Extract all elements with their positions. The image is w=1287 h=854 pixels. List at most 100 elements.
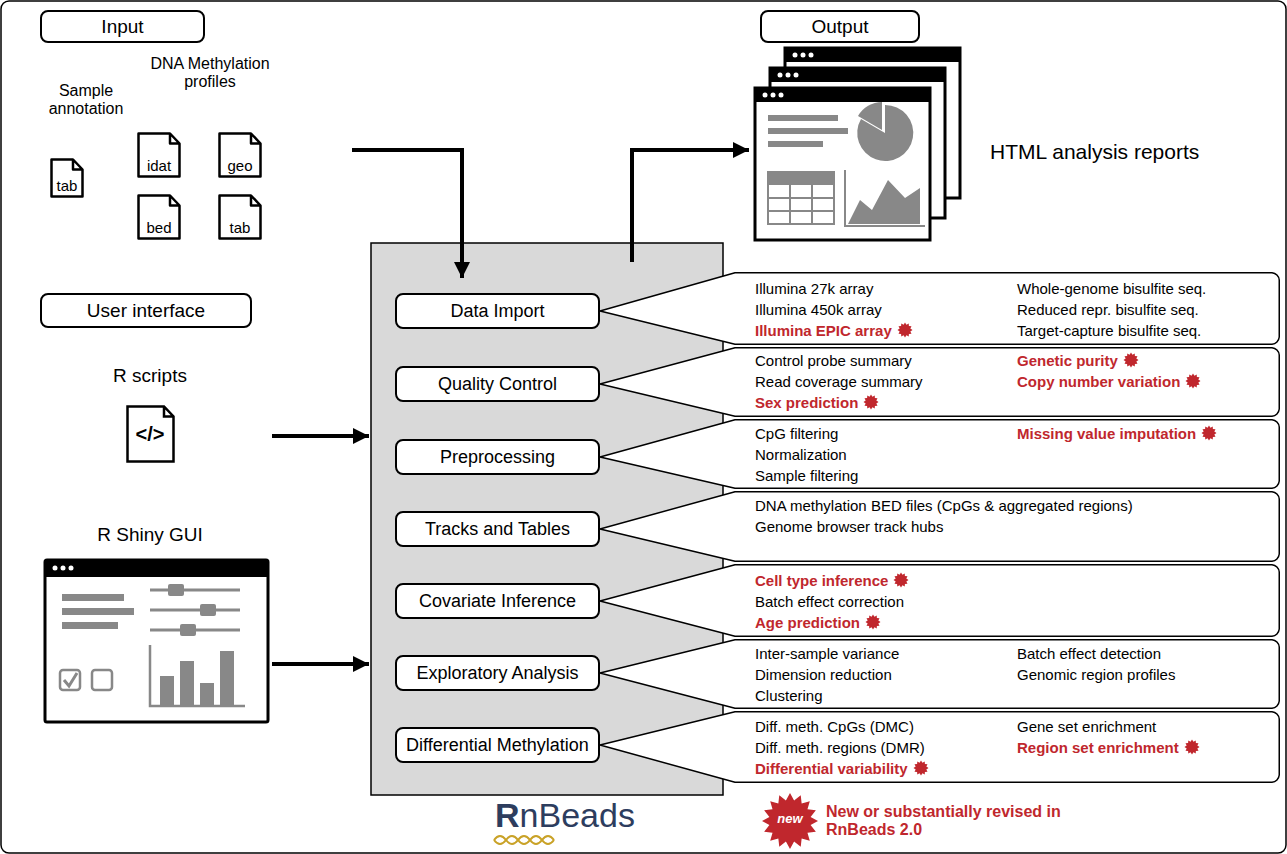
file-shape xyxy=(220,196,261,239)
interface-caption: R Shiny GUI xyxy=(60,524,240,546)
feature-text: Genome browser track hubs xyxy=(755,518,943,535)
file-shape xyxy=(127,407,173,462)
window-dot xyxy=(53,566,58,571)
new-badge xyxy=(1184,739,1200,755)
helix-strand xyxy=(494,836,554,844)
check-mark xyxy=(64,673,77,686)
new-star xyxy=(894,573,909,588)
feature-text: Region set enrichment xyxy=(1017,739,1179,756)
pie-slice xyxy=(858,102,882,130)
feature-item: Differential variability xyxy=(755,760,929,778)
text-line xyxy=(62,608,134,615)
module-box: Exploratory Analysis xyxy=(395,655,600,691)
feature-text: Illumina 27k array xyxy=(755,280,873,297)
new-badge xyxy=(863,394,879,410)
node-label: geo xyxy=(227,157,252,174)
node-label: Covariate Inference xyxy=(419,591,576,612)
bar xyxy=(200,683,214,706)
feature-item: Inter-sample variance xyxy=(755,645,899,663)
window-dot xyxy=(779,93,784,98)
new-star xyxy=(762,793,818,849)
feature-text: Diff. meth. CpGs (DMC) xyxy=(755,718,914,735)
gui-arrow xyxy=(272,662,369,666)
chart-axis xyxy=(150,645,245,706)
feature-text: Age prediction xyxy=(755,614,860,631)
node-label: bed xyxy=(146,219,171,236)
file-icon: tab xyxy=(218,194,262,240)
file-icon: geo xyxy=(218,132,262,178)
feature-item: Sex prediction xyxy=(755,394,879,412)
window-frame xyxy=(755,88,930,240)
text-line xyxy=(768,128,848,134)
node-label: Input xyxy=(101,16,143,38)
detail-callout: Control probe summaryRead coverage summa… xyxy=(600,347,1280,417)
feature-item: Illumina 27k array xyxy=(755,280,873,298)
table-header xyxy=(768,172,834,185)
new-star xyxy=(1123,353,1138,368)
new-badge xyxy=(893,572,909,588)
node-label: Preprocessing xyxy=(440,447,555,468)
callout-outline xyxy=(600,639,1280,709)
feature-item: Control probe summary xyxy=(755,352,912,370)
output-caption: HTML analysis reports xyxy=(990,140,1280,164)
output-arrow xyxy=(632,150,749,262)
feature-text: Whole-genome bisulfite seq. xyxy=(1017,280,1206,297)
feature-text: Clustering xyxy=(755,687,823,704)
window-bar xyxy=(785,48,960,62)
feature-item: CpG filtering xyxy=(755,425,838,443)
new-star xyxy=(913,761,928,776)
feature-item: Genetic purity xyxy=(1017,352,1139,370)
slider-knob xyxy=(200,604,216,616)
feature-item: Clustering xyxy=(755,687,823,705)
new-badge xyxy=(897,322,913,338)
node-label: User interface xyxy=(87,300,205,322)
tool-logo: RnBeads xyxy=(470,796,660,835)
feature-text: CpG filtering xyxy=(755,425,838,442)
feature-item: Sample filtering xyxy=(755,467,858,485)
feature-text: Control probe summary xyxy=(755,352,912,369)
node-label: idat xyxy=(147,157,171,174)
area-chart xyxy=(848,180,920,224)
bar xyxy=(220,651,234,706)
feature-text: Reduced repr. bisulfite seq. xyxy=(1017,301,1199,318)
feature-text: Missing value imputation xyxy=(1017,425,1196,442)
feature-item: Age prediction xyxy=(755,614,881,632)
callout-shape xyxy=(600,712,1279,783)
feature-item: Copy number variation xyxy=(1017,373,1201,391)
new-star xyxy=(866,615,881,630)
feature-text: Copy number variation xyxy=(1017,373,1180,390)
node-label: Data Import xyxy=(450,301,544,322)
bar xyxy=(160,676,174,706)
node-label: tab xyxy=(230,219,251,236)
feature-text: Dimension reduction xyxy=(755,666,892,683)
node-label: tab xyxy=(57,177,78,194)
node-label: Exploratory Analysis xyxy=(416,663,578,684)
badge-text: new xyxy=(766,812,814,827)
file-shape xyxy=(139,196,180,239)
slider-knob xyxy=(180,624,196,636)
feature-text: Batch effect correction xyxy=(755,593,904,610)
new-badge xyxy=(1201,425,1217,441)
callout-outline xyxy=(600,564,1280,637)
feature-item: Normalization xyxy=(755,446,847,464)
feature-item: Diff. meth. regions (DMR) xyxy=(755,739,925,757)
feature-item: Read coverage summary xyxy=(755,373,923,391)
table-grid xyxy=(768,172,834,224)
feature-item: Missing value imputation xyxy=(1017,425,1217,443)
detail-callout: DNA methylation BED files (CpGs & aggreg… xyxy=(600,491,1280,562)
feature-text: Sample filtering xyxy=(755,467,858,484)
feature-item: Diff. meth. CpGs (DMC) xyxy=(755,718,914,736)
file-icon: bed xyxy=(137,194,181,240)
slider-track xyxy=(150,590,240,630)
legend-text: New or substantially revised in RnBeads … xyxy=(826,803,1066,840)
file-shape xyxy=(220,134,261,177)
module-box: Preprocessing xyxy=(395,439,600,475)
feature-item: Reduced repr. bisulfite seq. xyxy=(1017,301,1199,319)
bar xyxy=(180,661,194,706)
detail-callout: Inter-sample varianceDimension reduction… xyxy=(600,639,1280,709)
feature-item: Genomic region profiles xyxy=(1017,666,1175,684)
feature-text: Illumina 450k array xyxy=(755,301,882,318)
input-arrow xyxy=(352,150,462,278)
